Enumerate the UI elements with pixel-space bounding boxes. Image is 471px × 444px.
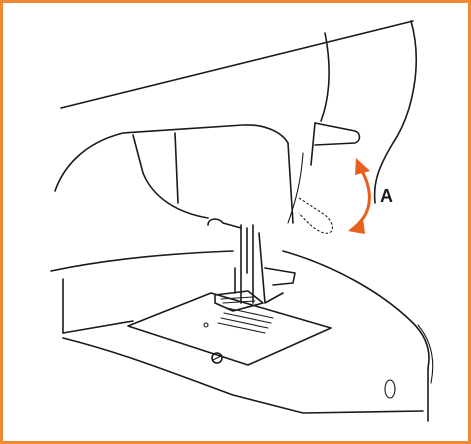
needle-plate [127,292,332,366]
up-down-arrow [348,158,371,234]
sewing-machine-illustration [50,20,434,422]
machine-bed [50,250,434,422]
presser-foot-assembly [207,218,296,312]
machine-head [54,20,417,224]
callout-label-a: A [380,186,393,206]
presser-foot-lever [298,122,361,234]
